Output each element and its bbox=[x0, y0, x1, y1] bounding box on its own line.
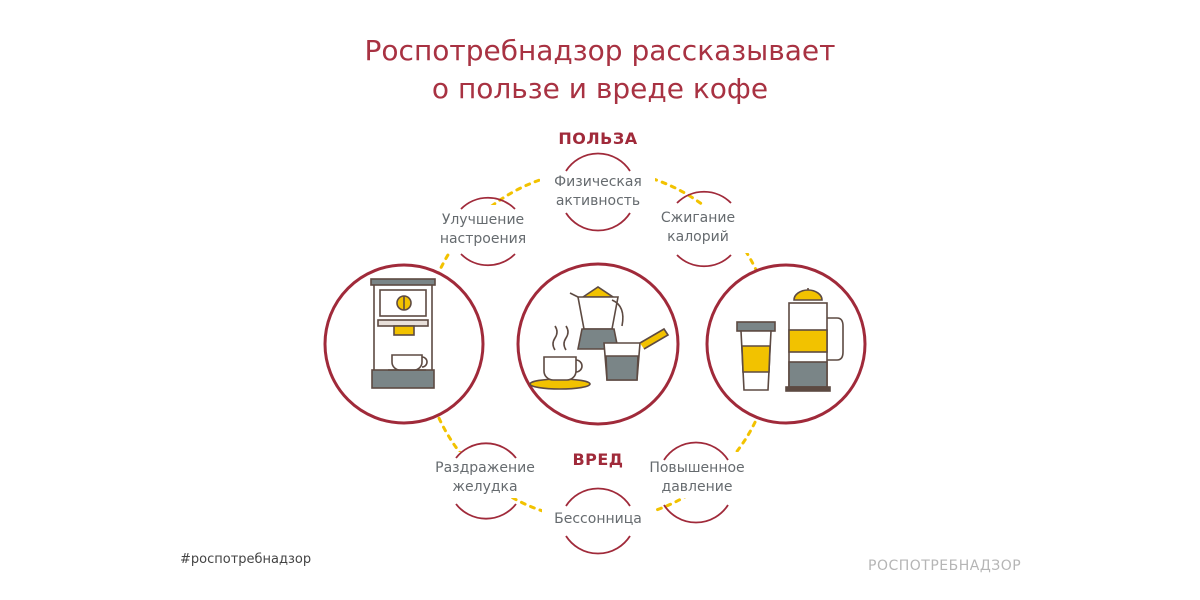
harm-item-stomach: Раздражение желудка bbox=[435, 460, 535, 495]
coffee-cup-icon bbox=[529, 325, 591, 390]
benefit-heading: ПОЛЬЗА bbox=[558, 129, 638, 148]
page-title: Роспотребнадзор рассказывает о пользе и … bbox=[0, 32, 1200, 108]
harm-item-insomnia: Бессонница bbox=[554, 511, 642, 527]
harm-item-pressure: Повышенное давление bbox=[649, 460, 745, 495]
cezve-icon bbox=[603, 327, 670, 381]
benefit-item-calories: Сжигание калорий bbox=[660, 210, 736, 245]
title-line-2: о пользе и вреде кофе bbox=[431, 72, 769, 105]
espresso-machine-icon bbox=[370, 278, 436, 389]
french-press-icon bbox=[785, 288, 844, 392]
hashtag: #роспотребнадзор bbox=[180, 552, 312, 567]
benefit-item-physical-activity: Физическая активность bbox=[554, 174, 642, 209]
arc-ornaments bbox=[455, 152, 732, 555]
brand-logo-text: РОСПОТРЕБНАДЗОР bbox=[868, 558, 1022, 574]
title-line-1: Роспотребнадзор рассказывает bbox=[364, 34, 836, 67]
benefit-item-mood: Улучшение настроения bbox=[439, 212, 527, 247]
harm-heading: ВРЕД bbox=[572, 450, 624, 469]
takeaway-cup-icon bbox=[736, 321, 776, 391]
